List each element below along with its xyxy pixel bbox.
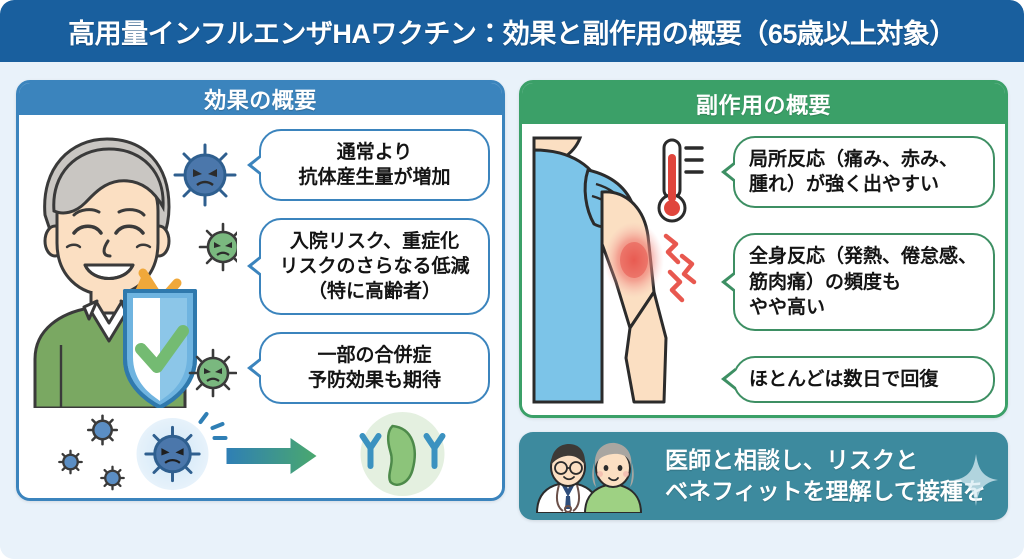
banner-line: 医師と相談し、リスクと	[665, 446, 918, 473]
bubble-line: 局所反応（痛み、赤み、	[749, 149, 959, 170]
bubble-line: 筋肉痛）の頻度も	[749, 271, 902, 293]
page-title-bar: 高用量インフルエンザHAワクチン：効果と副作用の概要（65歳以上対象）	[0, 0, 1024, 62]
efficacy-card-body: 通常より 抗体産生量が増加 入院リスク、重症化 リスクのさらなる低減 （特に高齢…	[19, 115, 502, 498]
banner-line: ベネフィットを理解して接種を	[665, 478, 986, 504]
bubble-line: 腫れ）が強く出やすい	[749, 174, 940, 196]
bubble-line: 通常より	[336, 142, 413, 163]
bubble-line: 抗体産生量が増加	[298, 167, 451, 189]
efficacy-bubble-1: 通常より 抗体産生量が増加	[259, 129, 490, 202]
efficacy-card: 効果の概要	[16, 80, 505, 501]
side-effects-card-body: 局所反応（痛み、赤み、 腫れ）が強く出やすい 全身反応（発熱、倦怠感、 筋肉痛）…	[522, 124, 1005, 415]
efficacy-heading: 効果の概要	[19, 83, 502, 115]
efficacy-bubble-3: 一部の合併症 予防効果も期待	[259, 331, 490, 404]
side-effects-card: 副作用の概要	[519, 80, 1008, 418]
bubble-line: （特に高齢者）	[307, 281, 441, 303]
virus-to-antibody-illustration	[27, 408, 494, 498]
sparkle-icon	[954, 454, 998, 506]
arm-reaction-illustration	[530, 132, 715, 407]
bubble-line: リスクのさらなる低減	[279, 255, 470, 277]
side-effect-bubble-2: 全身反応（発熱、倦怠感、 筋肉痛）の頻度も やや高い	[733, 233, 995, 331]
side-effects-heading: 副作用の概要	[522, 83, 1005, 124]
consult-doctor-banner: 医師と相談し、リスクと ベネフィットを理解して接種を	[519, 432, 1008, 520]
bubble-line: 入院リスク、重症化	[289, 230, 460, 252]
right-panel-side-effects: 副作用の概要	[519, 80, 1008, 545]
side-effect-bubble-3: ほとんどは数日で回復	[733, 355, 995, 403]
banner-avatars	[533, 439, 651, 513]
bubble-line: 一部の合併症	[317, 344, 432, 366]
bubble-line: 予防効果も期待	[307, 369, 441, 391]
side-effect-bubble-1: 局所反応（痛み、赤み、 腫れ）が強く出やすい	[733, 136, 995, 209]
content-area: 効果の概要	[0, 62, 1024, 559]
left-panel-efficacy: 効果の概要	[16, 80, 505, 545]
bubble-line: やや高い	[749, 296, 826, 318]
side-effects-bubble-list: 局所反応（痛み、赤み、 腫れ）が強く出やすい 全身反応（発熱、倦怠感、 筋肉痛）…	[715, 132, 997, 407]
efficacy-bubble-2: 入院リスク、重症化 リスクのさらなる低減 （特に高齢者）	[259, 217, 490, 316]
banner-message: 医師と相談し、リスクと ベネフィットを理解して接種を	[665, 445, 986, 507]
bubble-line: ほとんどは数日で回復	[749, 368, 939, 390]
bubble-line: 全身反応（発熱、倦怠感、	[749, 246, 978, 268]
efficacy-bubble-list: 通常より 抗体産生量が増加 入院リスク、重症化 リスクのさらなる低減 （特に高齢…	[237, 123, 494, 408]
elderly-man-illustration	[27, 123, 237, 408]
page-title: 高用量インフルエンザHAワクチン：効果と副作用の概要（65歳以上対象）	[68, 18, 956, 49]
